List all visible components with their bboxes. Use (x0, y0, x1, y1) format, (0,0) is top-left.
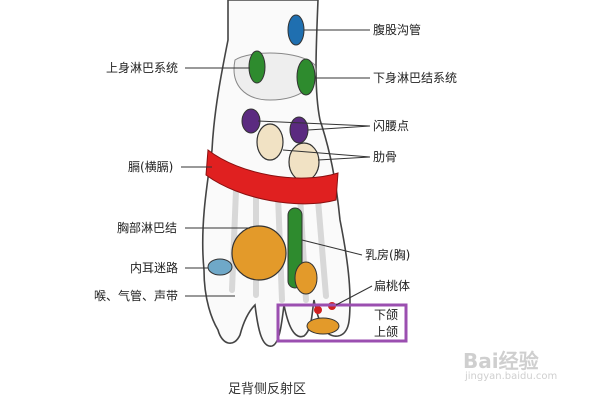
watermark-brand: Bai经验 (463, 345, 539, 374)
label-lower-jaw: 下颌 (374, 308, 398, 322)
orange-zone-jaws (307, 318, 339, 334)
label-throat: 喉、气管、声带 (94, 289, 178, 303)
label-inner-ear: 内耳迷路 (130, 261, 178, 275)
rib-zone-left (257, 124, 283, 160)
label-ribs: 肋骨 (373, 150, 397, 164)
green-zone-upper-lymph (249, 51, 265, 83)
label-tonsil: 扁桃体 (374, 279, 410, 293)
label-upper-jaw: 上颌 (374, 325, 398, 339)
blue-zone-abdominal-inguinal (288, 15, 304, 45)
label-breast: 乳房(胸) (365, 248, 410, 262)
diagram-caption: 足背侧反射区 (228, 378, 306, 397)
rib-zone-right (289, 143, 319, 181)
label-upper-lymph: 上身淋巴系统 (106, 61, 178, 75)
label-flash-waist: 闪腰点 (373, 119, 409, 133)
red-zone-tonsil-left (314, 306, 322, 314)
watermark-url: jingyan.baidu.com (465, 371, 557, 382)
watermark: Bai经验 jingyan.baidu.com (455, 345, 595, 385)
label-diaphragm: 膈(横膈) (128, 160, 173, 174)
purple-zone-waist-left (242, 109, 260, 133)
label-lower-lymph: 下身淋巴结系统 (373, 71, 457, 85)
label-abdominal-inguinal: 腹股沟管 (373, 23, 421, 37)
orange-zone-breast (295, 262, 317, 294)
zone-inner-ear (208, 259, 232, 275)
purple-zone-waist-right (290, 117, 308, 143)
green-zone-lower-lymph (297, 59, 315, 95)
orange-zone-chest (232, 226, 286, 280)
label-chest-lymph: 胸部淋巴结 (117, 221, 177, 235)
